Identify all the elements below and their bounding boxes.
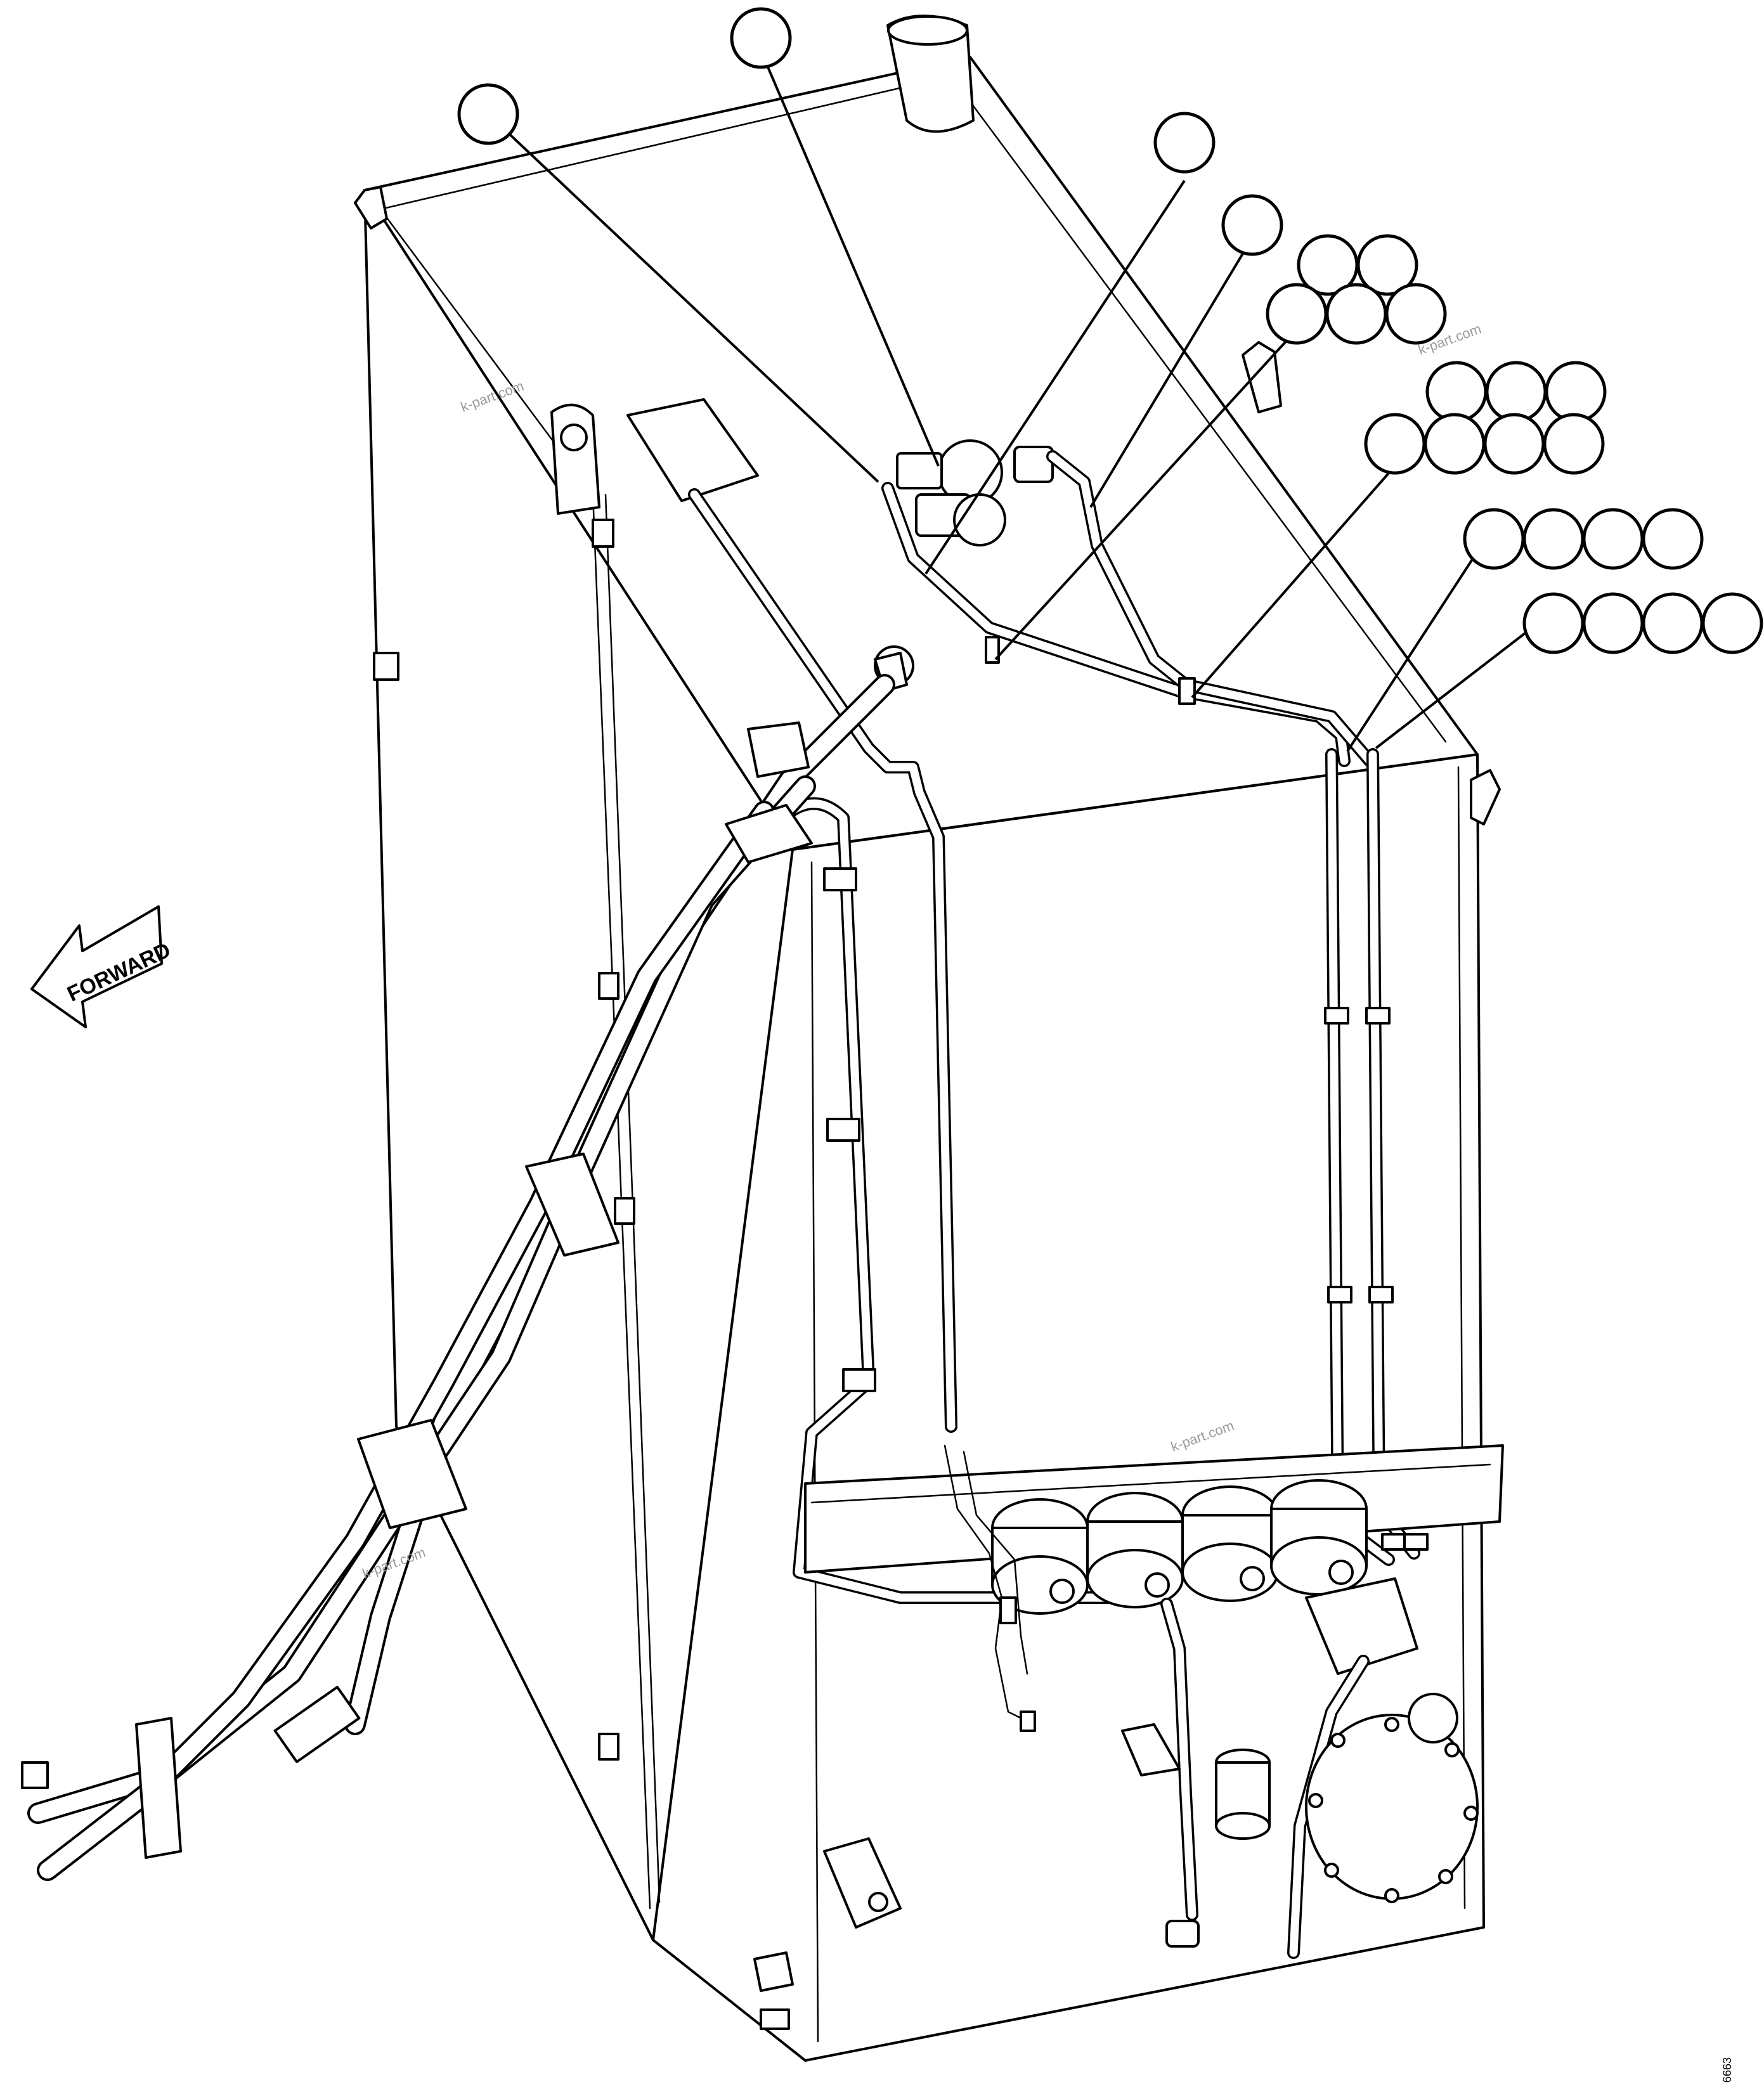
tank-front-face (652, 753, 1485, 2062)
suction-hoses (21, 674, 895, 1881)
filter-assembly (804, 1444, 1504, 1959)
callout-bubble (1266, 283, 1328, 345)
callout-bubble (1545, 361, 1607, 423)
callout-bubble (1425, 361, 1488, 423)
lifting-eye (550, 403, 600, 515)
callout-bubble (1582, 508, 1644, 570)
callout-bubble (730, 7, 792, 69)
callout-bubbles (457, 7, 1763, 654)
callout-bubble (1153, 112, 1216, 174)
forward-direction-arrow: FORWARD (30, 905, 174, 1028)
filler-neck (886, 15, 975, 133)
drawing-number: 6663 (1721, 2057, 1734, 2083)
filter-canisters (991, 1479, 1368, 1615)
small-filter (1215, 1749, 1271, 1840)
callout-leaders (487, 50, 1529, 753)
callout-bubble (1424, 413, 1486, 475)
callout-bubble (1582, 592, 1644, 654)
callout-bubble (1356, 234, 1418, 296)
tank-left-face (363, 189, 794, 1941)
top-components (626, 398, 1376, 1433)
callout-bubble (1522, 592, 1585, 654)
callout-bubble (1522, 508, 1585, 570)
junction-box (626, 398, 759, 502)
tank-body (354, 15, 1501, 2062)
callout-bubble (1543, 413, 1605, 475)
vertical-return-lines (1324, 748, 1429, 1566)
callout-bubble (1701, 592, 1763, 654)
callout-bubble (457, 83, 519, 145)
lower-components (753, 1693, 1479, 1992)
callout-bubble (1385, 283, 1447, 345)
inspection-cover (1305, 1714, 1479, 1903)
callout-bubble (1463, 508, 1525, 570)
callout-bubble (1221, 194, 1283, 256)
callout-bubble (1642, 508, 1704, 570)
callout-bubble (1483, 413, 1545, 475)
callout-bubble (1364, 413, 1426, 475)
callout-bubble (1325, 283, 1387, 345)
callout-bubble (1642, 592, 1704, 654)
sight-gauge (1408, 1693, 1458, 1743)
callout-bubble (1485, 361, 1547, 423)
top-valve (896, 439, 1054, 547)
watermark: k-part.com (1169, 1418, 1236, 1455)
watermark: k-part.com (458, 378, 526, 415)
